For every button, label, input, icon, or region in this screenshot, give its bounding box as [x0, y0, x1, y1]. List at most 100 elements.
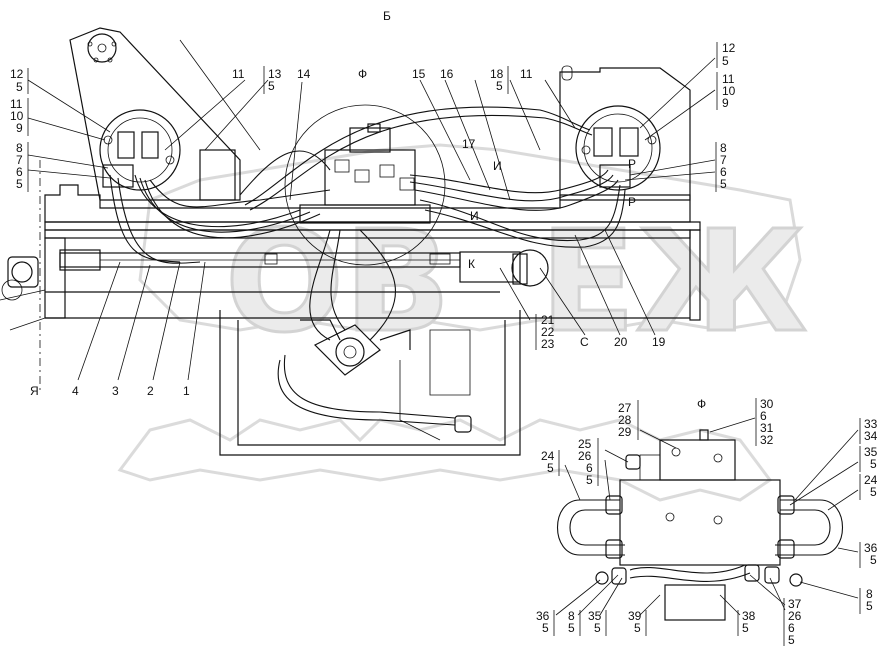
svg-text:6: 6 [586, 461, 593, 475]
svg-text:32: 32 [760, 433, 774, 447]
detail-callout-36-5-bottom: 36 5 [536, 609, 555, 636]
svg-text:12: 12 [722, 41, 736, 55]
svg-text:23: 23 [541, 337, 555, 351]
callout-18-5: 18 5 [490, 66, 509, 94]
svg-text:28: 28 [618, 413, 632, 427]
callout-17: 17 [462, 137, 476, 151]
hydraulic-cylinder [1, 249, 549, 301]
svg-text:5: 5 [586, 473, 593, 487]
svg-text:25: 25 [578, 437, 592, 451]
callout-13-5: 13 5 [263, 66, 282, 94]
detail-view-f: Ф [555, 397, 859, 621]
callout-8-7-6-5-right: 8 7 6 5 [715, 141, 727, 192]
svg-text:24: 24 [541, 449, 555, 463]
svg-text:5: 5 [870, 553, 877, 567]
svg-text:7: 7 [16, 153, 23, 167]
svg-text:26: 26 [788, 609, 802, 623]
svg-text:5: 5 [16, 177, 23, 191]
detail-callout-36-5-right: 36 5 [859, 541, 878, 568]
svg-text:5: 5 [594, 621, 601, 635]
svg-text:22: 22 [541, 325, 555, 339]
svg-text:29: 29 [618, 425, 632, 439]
callout-20: 20 [614, 335, 628, 349]
svg-text:27: 27 [618, 401, 632, 415]
detail-callout-27-28-29: 27 28 29 [618, 400, 639, 440]
view-label-b: Б [383, 9, 391, 23]
watermark: ОВ ЕЖ [117, 143, 809, 502]
view-label-f: Ф [358, 67, 367, 81]
callout-2: 2 [147, 384, 154, 398]
svg-text:5: 5 [722, 54, 729, 68]
svg-text:5: 5 [542, 621, 549, 635]
svg-text:11: 11 [10, 97, 23, 111]
svg-text:34: 34 [864, 429, 878, 443]
svg-text:5: 5 [870, 485, 877, 499]
callout-21-22-23: 21 22 23 [535, 313, 555, 351]
right-hydraulic-motor [575, 105, 661, 191]
detail-callout-30-6-31-32: 30 6 31 32 [755, 397, 774, 447]
callout-4: 4 [72, 384, 79, 398]
detail-callout-35-5-bottom: 35 5 [588, 609, 607, 636]
lower-hydraulic-motor [300, 319, 411, 376]
svg-text:5: 5 [268, 79, 275, 93]
letter-i-2: И [470, 209, 479, 223]
svg-text:10: 10 [10, 109, 24, 123]
marker-ya: Я [30, 384, 39, 398]
detail-callout-25-26-6-5: 25 26 6 5 [578, 437, 599, 487]
callout-12-5-left: 12 5 [10, 67, 29, 94]
svg-text:6: 6 [788, 621, 795, 635]
callout-3: 3 [112, 384, 119, 398]
detail-callout-8-5-right: 8 5 [859, 587, 873, 614]
callout-11-10-9-left: 11 10 9 [10, 97, 29, 136]
svg-text:30: 30 [760, 397, 774, 411]
svg-text:26: 26 [578, 449, 592, 463]
svg-text:11: 11 [722, 72, 735, 86]
svg-text:9: 9 [16, 121, 23, 135]
detail-callout-24-5-left: 24 5 [541, 449, 560, 476]
svg-text:39: 39 [628, 609, 642, 623]
svg-text:5: 5 [496, 79, 503, 93]
callout-19: 19 [652, 335, 666, 349]
svg-text:5: 5 [720, 177, 727, 191]
svg-text:36: 36 [864, 541, 878, 555]
letter-c: С [580, 335, 589, 349]
hose-lines [109, 106, 626, 433]
svg-text:5: 5 [866, 599, 873, 613]
svg-text:5: 5 [547, 461, 554, 475]
svg-text:12: 12 [10, 67, 24, 81]
svg-text:37: 37 [788, 597, 802, 611]
callout-1: 1 [183, 384, 190, 398]
callout-15: 15 [412, 67, 426, 81]
detail-title: Ф [697, 397, 706, 411]
svg-text:5: 5 [788, 633, 795, 647]
svg-text:6: 6 [760, 409, 767, 423]
svg-text:6: 6 [720, 165, 727, 179]
callout-14: 14 [297, 67, 311, 81]
svg-text:8: 8 [568, 609, 575, 623]
svg-text:8: 8 [866, 587, 873, 601]
svg-text:8: 8 [720, 141, 727, 155]
watermark-text: ОВ [225, 201, 451, 364]
callout-11-10-9-right: 11 10 9 [716, 72, 736, 110]
callout-11-b: 11 [520, 67, 533, 81]
svg-text:6: 6 [16, 165, 23, 179]
detail-callout-24-5-right: 24 5 [859, 473, 878, 500]
detail-callout-37-26-6-5: 37 26 6 5 [783, 597, 802, 647]
svg-text:24: 24 [864, 473, 878, 487]
svg-text:35: 35 [864, 445, 878, 459]
centre-valve-block [284, 104, 446, 266]
svg-text:38: 38 [742, 609, 756, 623]
svg-text:8: 8 [16, 141, 23, 155]
svg-text:5: 5 [16, 80, 23, 94]
main-frame [0, 27, 701, 456]
svg-text:35: 35 [588, 609, 602, 623]
detail-callout-33-34: 33 34 [859, 417, 878, 444]
leader-lines [27, 57, 716, 381]
left-hydraulic-motor [99, 109, 236, 201]
svg-text:10: 10 [722, 84, 736, 98]
callout-16: 16 [440, 67, 454, 81]
svg-text:33: 33 [864, 417, 878, 431]
svg-text:9: 9 [722, 96, 729, 110]
detail-callout-38-5: 38 5 [737, 609, 756, 636]
